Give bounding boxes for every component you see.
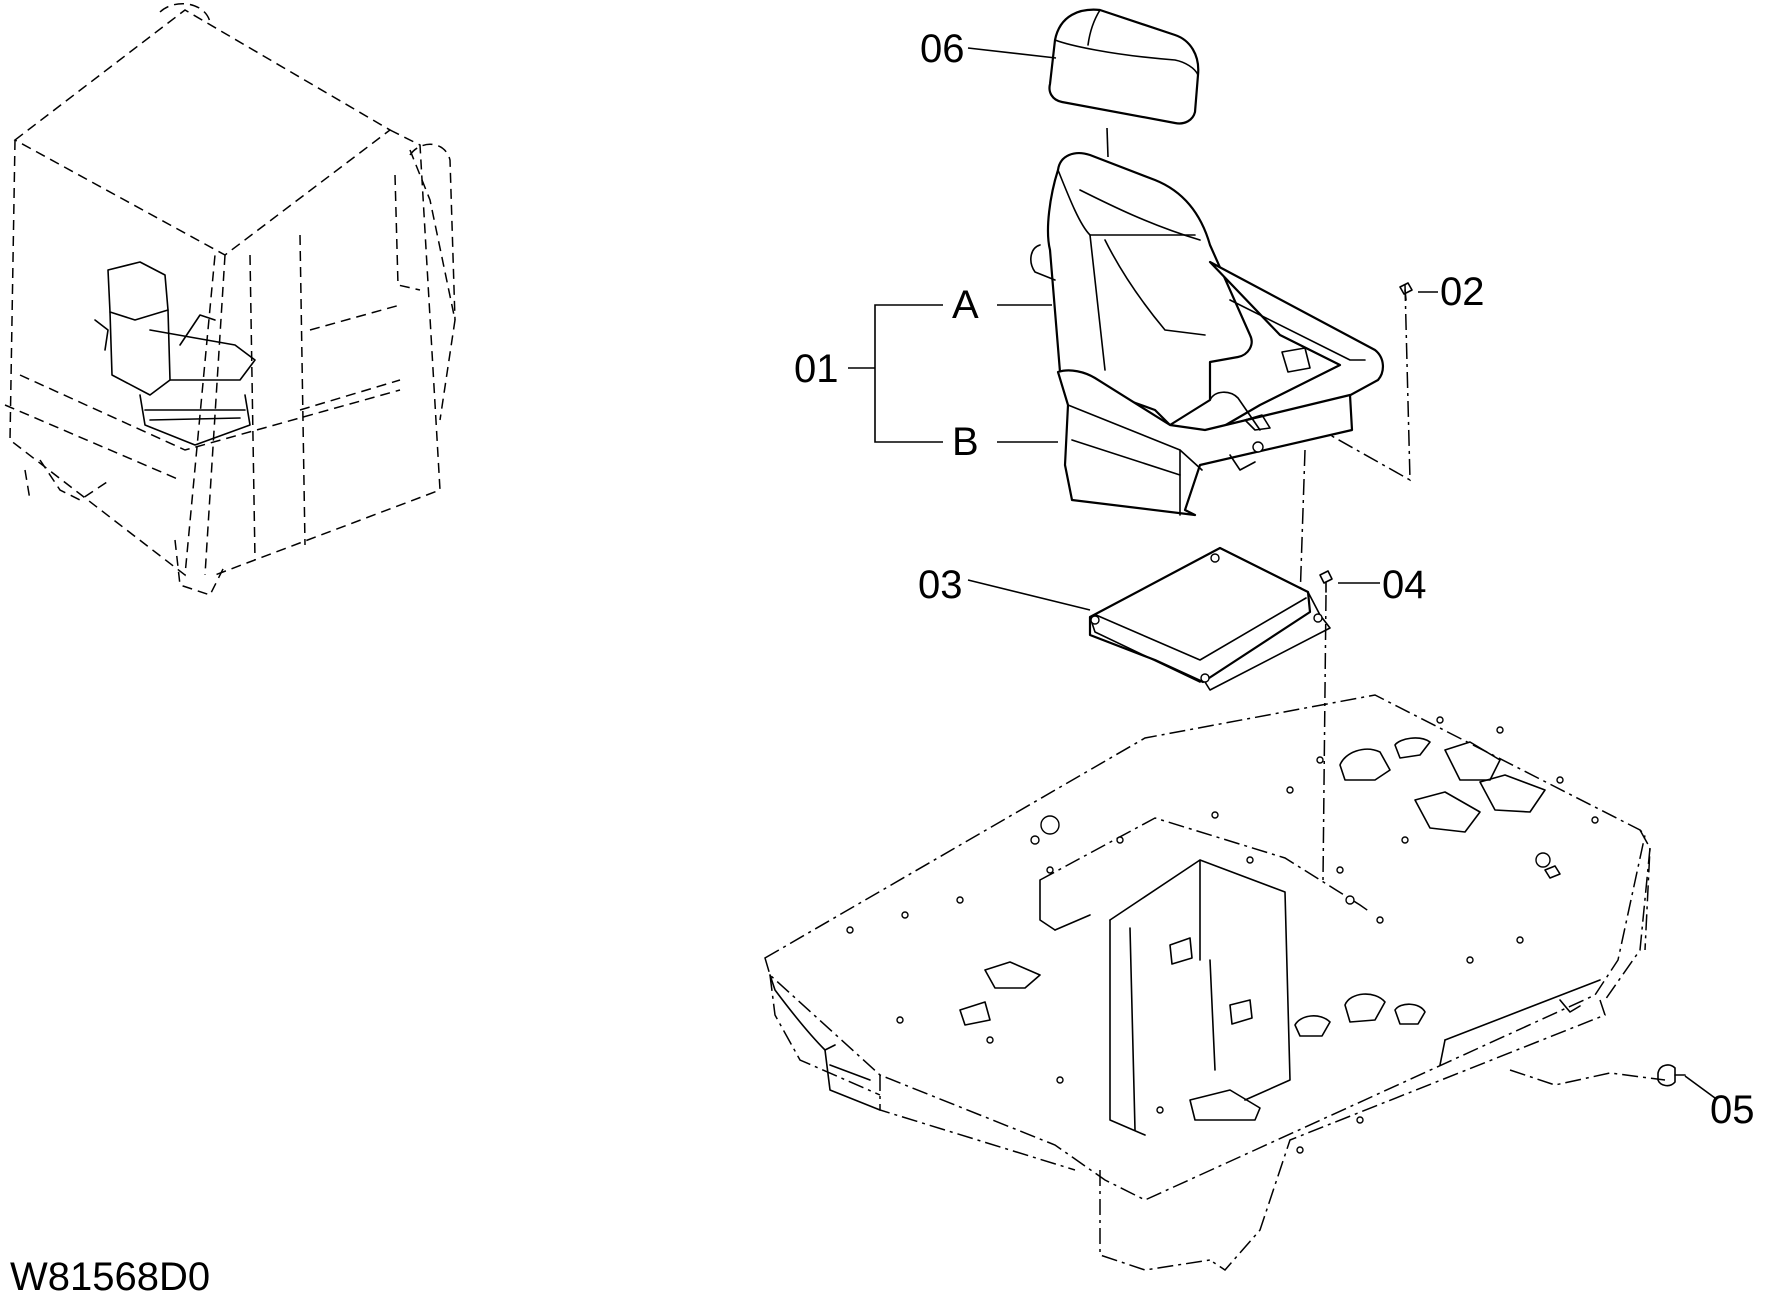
nut-05-line	[1509, 1069, 1666, 1086]
leader-03	[967, 579, 1091, 611]
headrest-mount-line	[1106, 127, 1109, 158]
seat-to-plate-line	[1299, 449, 1306, 601]
seat-part	[1030, 152, 1384, 517]
callout-02: 02	[1440, 270, 1485, 314]
callout-03: 03	[918, 563, 963, 607]
drawing-number: W81568D0	[10, 1255, 210, 1299]
bracket-01	[874, 304, 943, 443]
base-plate-part	[1088, 546, 1331, 691]
floor-frame	[764, 694, 1651, 1271]
callout-b: B	[952, 420, 979, 464]
headrest-part	[1048, 8, 1200, 125]
leader-05	[1684, 1075, 1716, 1099]
callout-a: A	[952, 283, 979, 327]
callout-04: 04	[1382, 563, 1427, 607]
callout-01: 01	[794, 347, 839, 391]
bolt-to-frame-line	[1322, 594, 1327, 881]
screw-part	[1399, 282, 1413, 301]
leader-06	[967, 47, 1057, 59]
screw-02-line	[1329, 284, 1411, 482]
cab-seat-icon	[94, 261, 256, 446]
callout-05: 05	[1710, 1088, 1755, 1132]
cab-overview	[4, 3, 456, 596]
nut-part	[1657, 1064, 1686, 1087]
callout-06: 06	[920, 27, 965, 71]
bolt-part	[1319, 570, 1333, 593]
